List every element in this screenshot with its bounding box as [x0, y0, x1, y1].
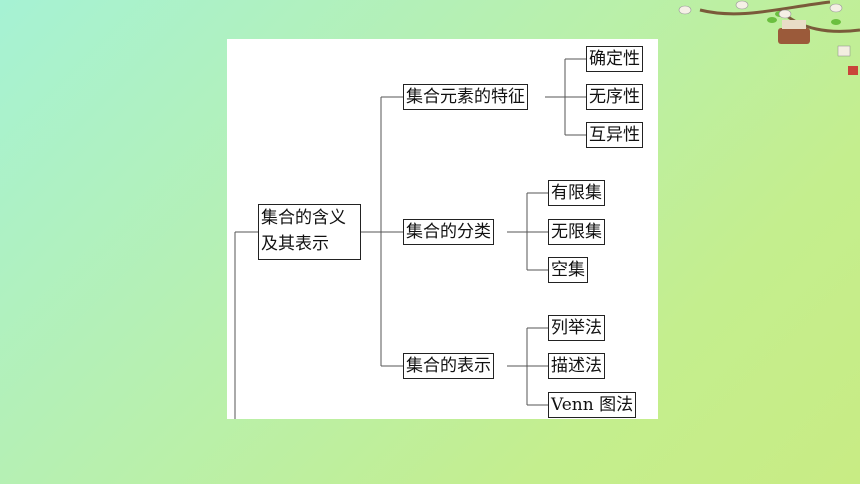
leaf-node: 确定性: [586, 46, 643, 72]
small-house-icon: [837, 45, 858, 75]
concept-map-panel: 集合的含义 及其表示 集合元素的特征 集合的分类 集合的表示 确定性 无序性 互…: [227, 39, 658, 419]
leaf-node: 互异性: [586, 122, 643, 148]
birdhouse-icon: [778, 20, 810, 44]
leaf-node: 无限集: [548, 219, 605, 245]
branch-node-elements: 集合元素的特征: [403, 84, 528, 110]
leaf-node: Venn 图法: [548, 392, 637, 418]
connector-lines: [234, 58, 586, 419]
root-node: 集合的含义 及其表示: [258, 204, 361, 260]
branch-node-representation: 集合的表示: [403, 353, 494, 379]
leaf-node: 空集: [548, 257, 588, 283]
branch-node-classification: 集合的分类: [403, 219, 494, 245]
leaf-node: 无序性: [586, 84, 643, 110]
leaf-node: 列举法: [548, 315, 605, 341]
root-line2: 及其表示: [261, 234, 329, 254]
leaf-node: 描述法: [548, 353, 605, 379]
decorative-branch-illustration: [678, 0, 860, 75]
bird-icons: [678, 0, 843, 19]
leaf-node: 有限集: [548, 180, 605, 206]
root-line1: 集合的含义: [261, 208, 346, 228]
